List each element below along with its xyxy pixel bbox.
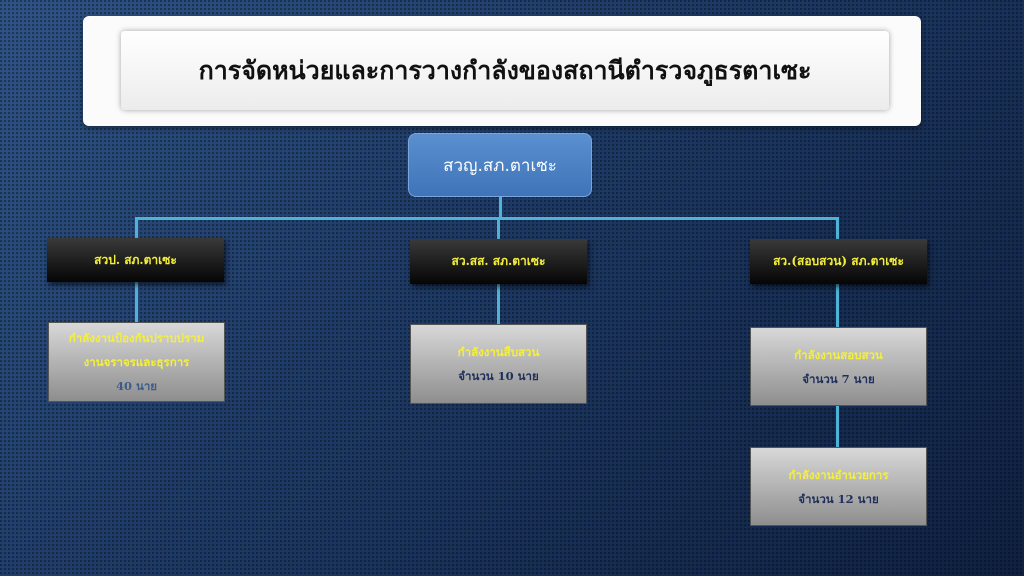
connector (497, 217, 500, 239)
connector (836, 284, 839, 327)
unit-count: จำนวน 7 นาย (802, 371, 875, 386)
connector (135, 217, 138, 239)
page-title: การจัดหน่วยและการวางกำลังของสถานีตำรวจภู… (121, 31, 889, 110)
unit-count: จำนวน 12 นาย (798, 491, 879, 506)
connector (497, 284, 500, 324)
unit-name: กำลังงานสืบสวน (457, 345, 540, 359)
branch-inquiry: สว.(สอบสวน) สภ.ตาเซะ (750, 239, 927, 284)
unit-name: กำลังงานป้องกันปราบปราม (68, 331, 205, 345)
unit-investigation: กำลังงานสืบสวน จำนวน 10 นาย (410, 324, 587, 404)
unit-inquiry: กำลังงานสอบสวน จำนวน 7 นาย (750, 327, 927, 406)
connector (499, 197, 502, 219)
head-node: สวญ.สภ.ตาเซะ (408, 133, 592, 197)
unit-count: จำนวน 10 นาย (458, 369, 539, 383)
connector (836, 406, 839, 447)
connector (135, 217, 839, 220)
unit-name: งานจราจรและธุรการ (83, 355, 190, 369)
unit-name: กำลังงานสอบสวน (794, 347, 883, 362)
branch-investigation: สว.สส. สภ.ตาเซะ (410, 239, 587, 284)
unit-patrol: กำลังงานป้องกันปราบปราม งานจราจรและธุรกา… (48, 322, 225, 402)
connector (135, 282, 138, 322)
unit-name: กำลังงานอำนวยการ (788, 467, 889, 482)
connector (836, 217, 839, 239)
unit-administration: กำลังงานอำนวยการ จำนวน 12 นาย (750, 447, 927, 526)
unit-count: 40 นาย (115, 379, 158, 393)
branch-patrol: สวป. สภ.ตาเซะ (47, 238, 224, 282)
